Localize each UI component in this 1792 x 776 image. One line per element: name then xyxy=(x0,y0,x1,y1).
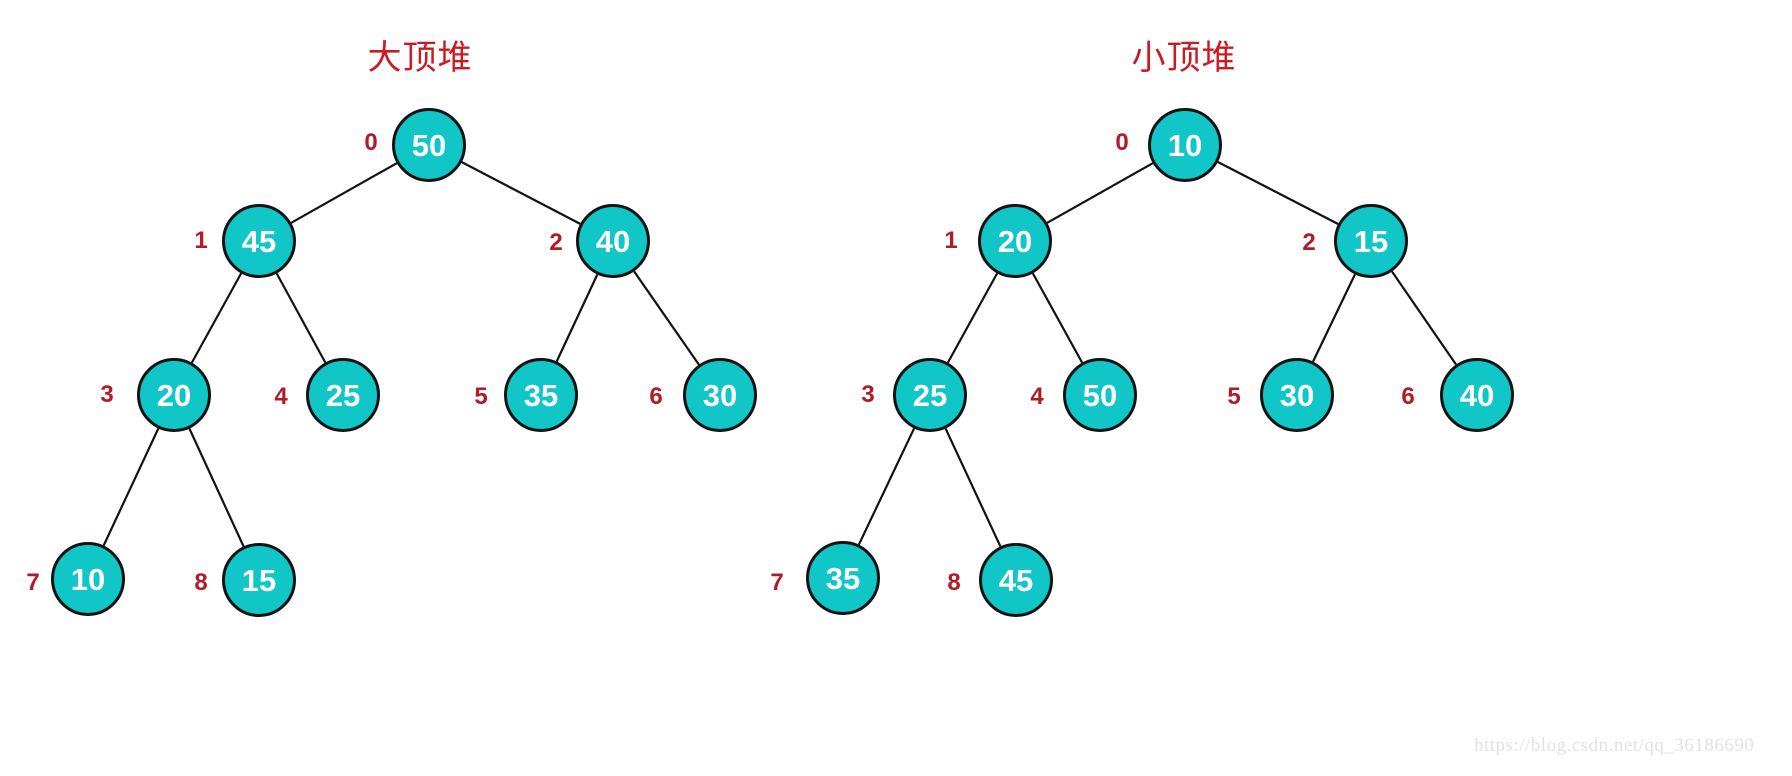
node-index-label-min-heap-7: 7 xyxy=(770,569,784,596)
tree-node-max-heap-4[interactable]: 25 xyxy=(306,358,380,432)
tree-edge xyxy=(461,161,581,225)
tree-node-max-heap-6[interactable]: 30 xyxy=(683,358,757,432)
tree-edge xyxy=(1217,160,1339,226)
tree-edge xyxy=(946,272,999,364)
node-index-label-min-heap-2: 2 xyxy=(1302,229,1316,256)
node-index-label-max-heap-0: 0 xyxy=(364,129,378,156)
node-value: 50 xyxy=(411,127,447,163)
node-index-label-max-heap-4: 4 xyxy=(274,383,288,410)
node-value: 25 xyxy=(912,377,948,413)
node-index-label-max-heap-6: 6 xyxy=(649,383,663,410)
node-value: 20 xyxy=(997,223,1033,259)
watermark-text: https://blog.csdn.net/qq_36186690 xyxy=(1474,735,1755,756)
tree-node-min-heap-1[interactable]: 20 xyxy=(978,204,1052,278)
node-value: 45 xyxy=(998,562,1034,598)
node-index-label-min-heap-5: 5 xyxy=(1227,383,1241,410)
tree-node-max-heap-8[interactable]: 15 xyxy=(222,543,296,617)
node-index-label-max-heap-1: 1 xyxy=(194,227,208,254)
node-value: 10 xyxy=(1167,127,1203,163)
node-index-label-min-heap-8: 8 xyxy=(947,569,961,596)
tree-node-min-heap-2[interactable]: 15 xyxy=(1334,204,1408,278)
node-index-label-max-heap-3: 3 xyxy=(100,381,114,408)
tree-edge xyxy=(944,428,1002,547)
tree-node-max-heap-5[interactable]: 35 xyxy=(504,358,578,432)
tree-edge xyxy=(1031,272,1084,364)
node-value: 15 xyxy=(1353,223,1389,259)
tree-edge xyxy=(633,270,700,366)
tree-node-max-heap-2[interactable]: 40 xyxy=(576,204,650,278)
node-index-label-max-heap-2: 2 xyxy=(549,229,563,256)
node-index-label-min-heap-3: 3 xyxy=(861,381,875,408)
node-value: 45 xyxy=(241,223,277,259)
tree-node-min-heap-6[interactable]: 40 xyxy=(1440,358,1514,432)
node-value: 40 xyxy=(1459,377,1495,413)
node-value: 50 xyxy=(1082,377,1118,413)
node-value: 40 xyxy=(595,223,631,259)
node-value: 25 xyxy=(325,377,361,413)
tree-edge xyxy=(190,272,243,364)
tree-title-max-heap: 大顶堆 xyxy=(367,38,473,78)
node-index-label-max-heap-7: 7 xyxy=(26,569,40,596)
node-value: 20 xyxy=(156,377,192,413)
tree-node-max-heap-0[interactable]: 50 xyxy=(392,108,466,182)
tree-edge xyxy=(555,274,599,362)
node-index-label-min-heap-0: 0 xyxy=(1115,129,1129,156)
tree-edge xyxy=(1046,162,1154,224)
tree-edge xyxy=(1312,273,1356,363)
tree-node-min-heap-3[interactable]: 25 xyxy=(893,358,967,432)
node-index-label-min-heap-4: 4 xyxy=(1030,383,1044,410)
node-index-label-max-heap-8: 8 xyxy=(194,569,208,596)
tree-node-min-heap-0[interactable]: 10 xyxy=(1148,108,1222,182)
tree-title-min-heap: 小顶堆 xyxy=(1131,38,1237,78)
tree-edge xyxy=(290,162,398,224)
tree-edge xyxy=(188,428,245,547)
node-index-label-min-heap-6: 6 xyxy=(1401,383,1415,410)
node-value: 10 xyxy=(70,561,106,597)
tree-node-min-heap-8[interactable]: 45 xyxy=(979,543,1053,617)
tree-edge xyxy=(1391,270,1457,366)
tree-node-max-heap-1[interactable]: 45 xyxy=(222,204,296,278)
node-value: 30 xyxy=(702,377,738,413)
tree-node-min-heap-5[interactable]: 30 xyxy=(1260,358,1334,432)
tree-node-min-heap-7[interactable]: 35 xyxy=(806,541,880,615)
tree-edge xyxy=(275,272,327,364)
tree-edge xyxy=(857,427,916,546)
tree-edge xyxy=(102,428,160,546)
tree-node-max-heap-7[interactable]: 10 xyxy=(51,542,125,616)
tree-node-min-heap-4[interactable]: 50 xyxy=(1063,358,1137,432)
node-value: 15 xyxy=(241,562,277,598)
node-value: 35 xyxy=(825,560,861,596)
node-value: 35 xyxy=(523,377,559,413)
node-index-label-min-heap-1: 1 xyxy=(944,227,958,254)
node-index-label-max-heap-5: 5 xyxy=(474,383,488,410)
node-value: 30 xyxy=(1279,377,1315,413)
tree-node-max-heap-3[interactable]: 20 xyxy=(137,358,211,432)
